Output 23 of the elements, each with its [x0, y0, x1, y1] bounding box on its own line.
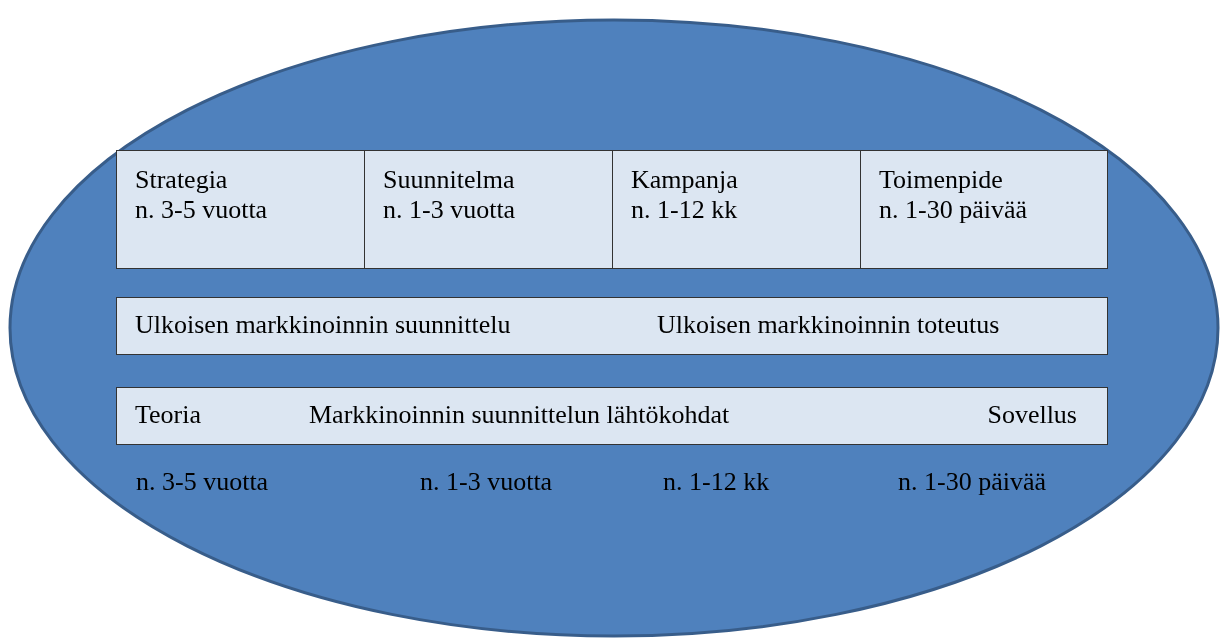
stage-duration: n. 1-3 vuotta — [383, 195, 516, 225]
stage-box — [860, 150, 1108, 269]
stage-box — [364, 150, 613, 269]
stage-title: Kampanja — [631, 165, 738, 195]
stage-duration: n. 3-5 vuotta — [135, 195, 268, 225]
band-text: Sovellus — [987, 400, 1077, 430]
stage-title: Toimenpide — [879, 165, 1003, 195]
stage-box — [612, 150, 861, 269]
stage-duration: n. 1-12 kk — [631, 195, 738, 225]
duration-label: n. 1-12 kk — [663, 467, 770, 497]
stage-duration: n. 1-30 päivää — [879, 195, 1027, 225]
stage-title: Strategia — [135, 165, 228, 195]
duration-label: n. 1-30 päivää — [898, 467, 1046, 497]
band-text: Ulkoisen markkinoinnin suunnittelu — [135, 310, 511, 340]
stage-box — [116, 150, 365, 269]
band-text: Markkinoinnin suunnittelun lähtökohdat — [309, 400, 730, 430]
duration-label: n. 1-3 vuotta — [420, 467, 553, 497]
band-box — [116, 297, 1108, 355]
band-box — [116, 387, 1108, 445]
band-text: Teoria — [135, 400, 202, 430]
duration-label: n. 3-5 vuotta — [136, 467, 269, 497]
stage-title: Suunnitelma — [383, 165, 515, 195]
band-text: Ulkoisen markkinoinnin toteutus — [657, 310, 1000, 340]
